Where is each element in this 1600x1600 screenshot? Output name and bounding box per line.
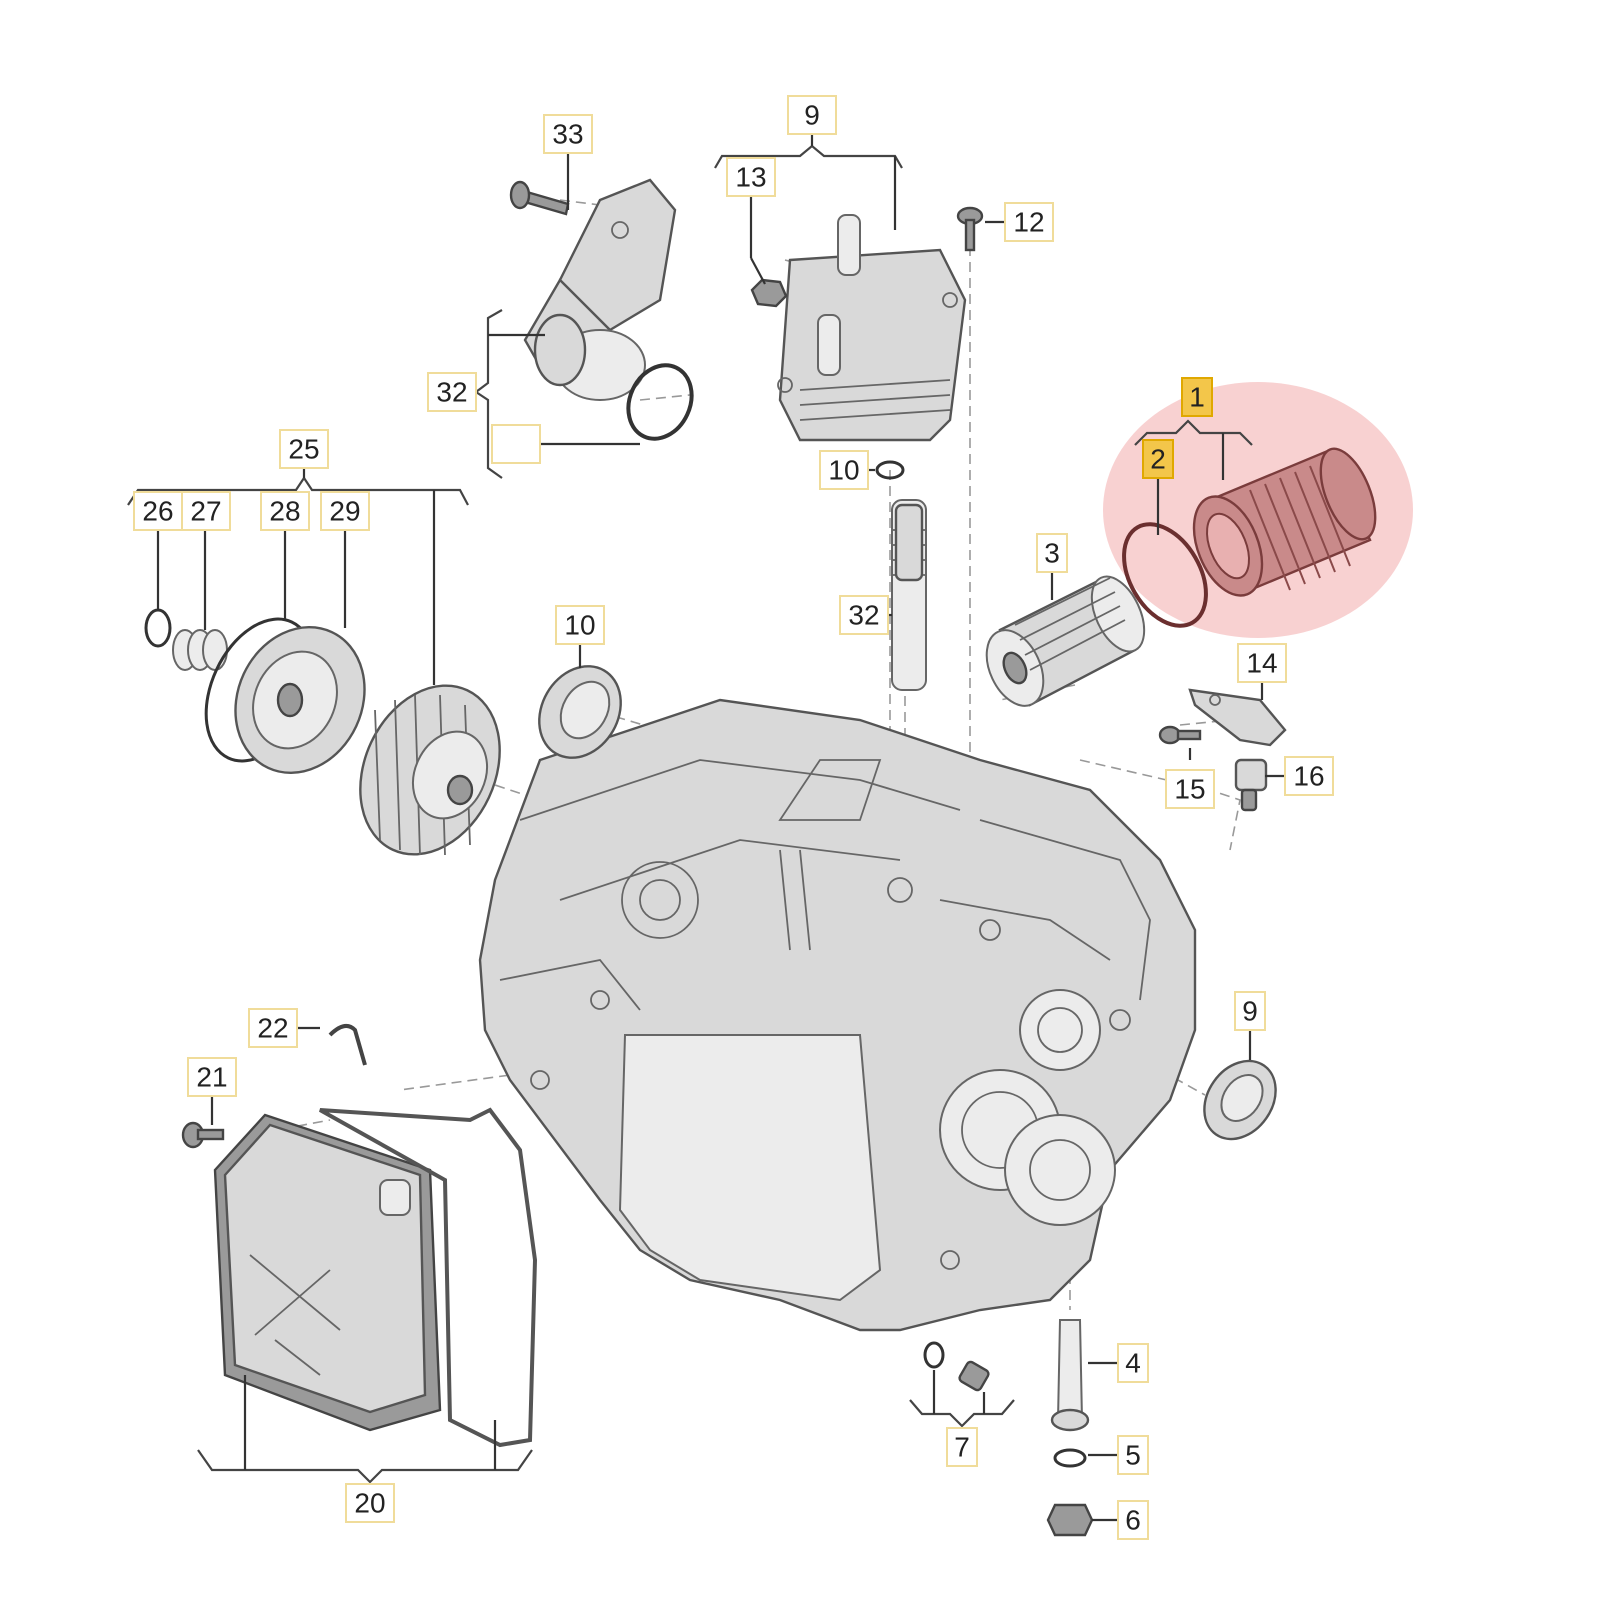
svg-text:14: 14 [1246, 648, 1277, 679]
transmission-housing [478, 698, 1197, 1332]
seal-10 [538, 665, 622, 759]
bracket-20 [197, 1375, 533, 1484]
callout-30: 32 [427, 372, 477, 412]
svg-text:4: 4 [1125, 1348, 1141, 1379]
callout-31: 33 [543, 114, 593, 154]
svg-text:29: 29 [329, 496, 360, 527]
callout-20: 20 [345, 1483, 395, 1523]
svg-text:2: 2 [1150, 444, 1166, 475]
oil-pan-20 [213, 1113, 442, 1432]
clutch-assembly-25 [144, 608, 501, 856]
callout-16: 14 [1237, 643, 1287, 683]
svg-text:32: 32 [436, 377, 467, 408]
bolt-21 [181, 1121, 225, 1149]
tube-32 [891, 499, 927, 691]
svg-text:32: 32 [848, 600, 879, 631]
o-ring-13 [875, 460, 905, 480]
callout-10: 10 [555, 605, 605, 645]
callout-28: 28 [260, 491, 310, 531]
clip-22 [328, 1024, 367, 1066]
svg-text:6: 6 [1125, 1505, 1141, 1536]
bracket-12 [714, 134, 903, 230]
plug-7 [958, 1360, 990, 1392]
plug-4 [1050, 1319, 1090, 1432]
bolt-14 [956, 206, 984, 252]
sleeve-part-1 [1192, 447, 1377, 597]
callout-33 [491, 424, 541, 464]
svg-text:25: 25 [288, 434, 319, 465]
callout-7: 7 [946, 1427, 978, 1467]
svg-text:20: 20 [354, 1488, 385, 1519]
callout-21: 21 [187, 1057, 237, 1097]
o-ring-5 [1053, 1448, 1087, 1468]
svg-text:3: 3 [1044, 538, 1060, 569]
callout-29: 29 [320, 491, 370, 531]
svg-text:7: 7 [954, 1432, 970, 1463]
svg-text:10: 10 [564, 610, 595, 641]
svg-text:5: 5 [1125, 1440, 1141, 1471]
seal-9 [1203, 1059, 1277, 1141]
callout-27: 27 [181, 491, 231, 531]
bracket-1 [1134, 419, 1253, 480]
leader-lines [156, 153, 1285, 1522]
svg-text:13: 13 [735, 162, 766, 193]
bracket-assembly-30 [509, 178, 677, 401]
svg-text:22: 22 [257, 1013, 288, 1044]
svg-text:28: 28 [269, 496, 300, 527]
sensor-bracket-16 [1188, 688, 1287, 747]
callout-22: 22 [248, 1008, 298, 1048]
callout-3: 3 [1036, 533, 1068, 573]
callout-12: 9 [787, 95, 837, 135]
bracket-25 [127, 468, 469, 685]
callout-4: 4 [1117, 1343, 1149, 1383]
svg-text:15: 15 [1174, 774, 1205, 805]
o-ring-2 [1122, 522, 1208, 628]
svg-text:26: 26 [142, 496, 173, 527]
filter-3 [985, 575, 1146, 707]
svg-text:9: 9 [1242, 996, 1258, 1027]
gasket-20 [319, 1107, 538, 1448]
callout-9: 9 [1234, 991, 1266, 1031]
callout-26: 26 [133, 491, 183, 531]
callout-5: 5 [1117, 1435, 1149, 1475]
svg-text:16: 16 [1293, 761, 1324, 792]
callout-13: 10 [819, 450, 869, 490]
svg-text:10: 10 [828, 455, 859, 486]
o-ring-33 [626, 363, 694, 441]
svg-text:1: 1 [1189, 382, 1205, 413]
oil-cooler-12 [777, 214, 967, 442]
bracket-7 [909, 1370, 1015, 1428]
nut-15 [750, 278, 788, 308]
callout-6: 6 [1117, 1500, 1149, 1540]
bolt-17 [1158, 725, 1202, 745]
svg-text:9: 9 [804, 100, 820, 131]
callout-1: 1 [1181, 377, 1213, 417]
svg-text:27: 27 [190, 496, 221, 527]
callout-14: 12 [1004, 202, 1054, 242]
callout-32: 32 [839, 595, 889, 635]
callout-25: 25 [279, 429, 329, 469]
callout-18: 16 [1284, 756, 1334, 796]
callout-2: 2 [1142, 439, 1174, 479]
o-ring-7 [923, 1341, 945, 1369]
svg-text:21: 21 [196, 1062, 227, 1093]
svg-text:33: 33 [552, 119, 583, 150]
drain-plug-6 [1046, 1503, 1094, 1537]
callout-17: 15 [1165, 769, 1215, 809]
callout-15: 13 [726, 157, 776, 197]
sensor-18 [1234, 758, 1268, 812]
svg-text:12: 12 [1013, 207, 1044, 238]
